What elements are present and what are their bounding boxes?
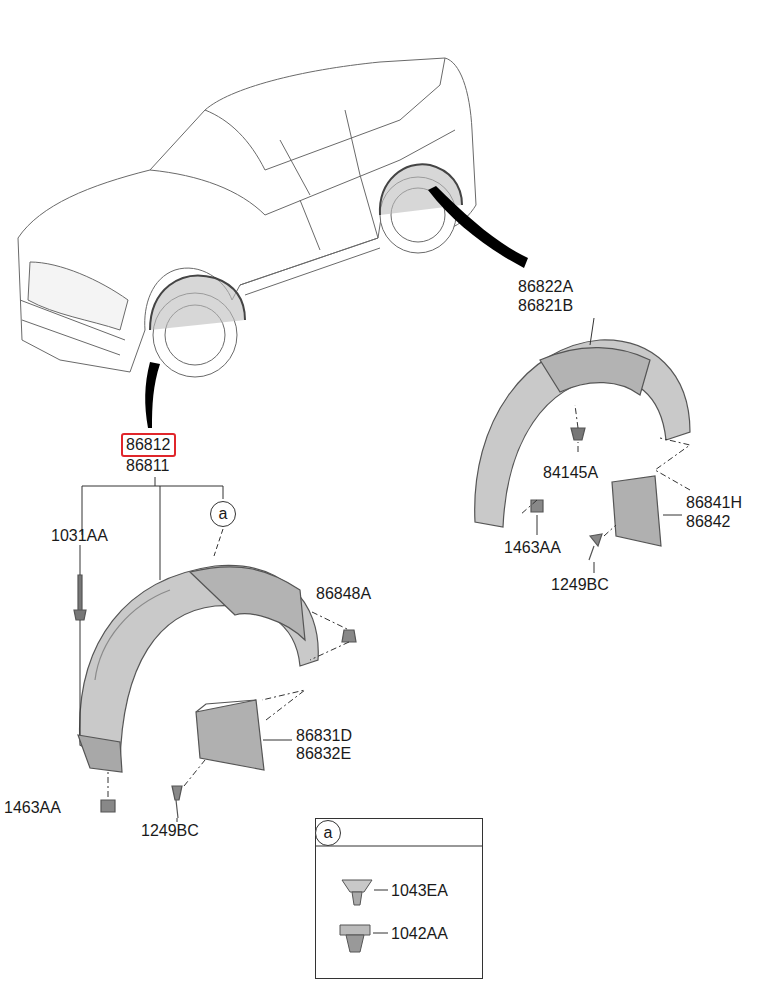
callout-number: 86811 xyxy=(126,457,169,475)
callout-number: 86841H xyxy=(686,494,742,512)
node-text: 1042AA xyxy=(391,925,448,943)
callout-number: 86832E xyxy=(296,745,351,763)
callout-number: 84145A xyxy=(543,464,598,482)
node-text: a xyxy=(219,505,228,523)
detail-inset-box: 1043EA 1042AA a xyxy=(315,818,483,979)
callout-number: 1463AA xyxy=(504,539,561,557)
callout-number: 1249BC xyxy=(141,822,199,840)
node-text: 1043EA xyxy=(391,882,448,900)
callout-number: 86842 xyxy=(686,513,731,531)
node-text: 86812 xyxy=(126,436,171,454)
callout-number: 1031AA xyxy=(51,527,108,545)
reference-circle: a xyxy=(315,820,341,846)
node-text: a xyxy=(324,824,333,842)
callout-number: 86822A xyxy=(518,278,573,296)
callout-number: 1249BC xyxy=(551,576,609,594)
callout-number: 86821B xyxy=(518,297,573,315)
part-number-box: 86812 xyxy=(121,433,176,457)
callout-number: 1463AA xyxy=(4,799,61,817)
callout-number: 86848A xyxy=(316,585,371,603)
callout-number: 86831D xyxy=(296,727,352,745)
reference-circle: a xyxy=(210,501,236,527)
